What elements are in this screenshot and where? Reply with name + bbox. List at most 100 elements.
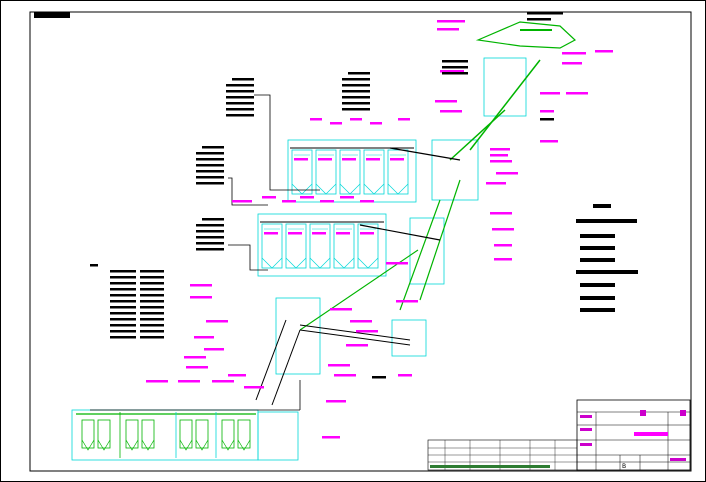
middle-bank-label-2 <box>282 200 296 203</box>
upper-bank-label-1 <box>310 118 322 121</box>
schedule-col1-row-10 <box>110 324 136 327</box>
inclined-conveyor-4 <box>399 199 441 311</box>
upper-bank-frame <box>287 139 417 203</box>
equipment-tag-3 <box>440 70 464 73</box>
schedule-col1-row-4 <box>110 288 136 291</box>
sheet-inner-frame <box>29 11 692 472</box>
silo-cone-7 <box>221 439 235 451</box>
equipment-tag-38 <box>146 380 168 383</box>
equipment-tag-31 <box>350 320 372 323</box>
middle-bank-label-1 <box>262 196 276 199</box>
upper-bank-label-2 <box>330 122 342 125</box>
equipment-tag-39 <box>178 380 200 383</box>
equipment-tag-10 <box>566 92 588 95</box>
equipment-tag-22 <box>190 296 212 299</box>
upper-bank-label-5 <box>398 118 410 121</box>
leader-list-c <box>228 244 268 271</box>
header-pipe-middle <box>359 224 441 241</box>
equipment-tag-34 <box>328 364 350 367</box>
upper-tank-cone-1 <box>291 183 313 195</box>
schedule-col2-row-10 <box>140 324 164 327</box>
equipment-tag-16 <box>232 200 252 203</box>
top-conveyor-label-2 <box>527 18 551 21</box>
list-d-header <box>348 72 370 75</box>
equipment-tag-2 <box>437 28 459 31</box>
equipment-tag-8 <box>595 50 613 53</box>
top-conveyor-label <box>527 12 563 15</box>
equipment-tag-4 <box>435 100 457 103</box>
equipment-tag-33 <box>346 344 368 347</box>
upper-tank-tag-5 <box>390 158 404 161</box>
equipment-tag-17 <box>490 212 512 215</box>
equipment-tag-5 <box>440 110 462 113</box>
list-a-row-4 <box>226 102 254 105</box>
schedule-col1-row-3 <box>110 282 136 285</box>
title-block-accent <box>640 410 646 416</box>
list-a-header <box>232 78 254 81</box>
middle-bank-label-3 <box>300 196 314 199</box>
silo-7 <box>221 419 235 449</box>
equipment-tag-27 <box>186 366 208 369</box>
leader-list-a <box>254 94 320 191</box>
top-list-row-1 <box>442 60 468 63</box>
schedule-col1-row-11 <box>110 330 136 333</box>
schedule-col1-row-9 <box>110 318 136 321</box>
side-label-1 <box>540 118 554 121</box>
list-c-header <box>202 218 224 221</box>
top-list-row-2 <box>442 66 468 69</box>
schedule-col2-row-6 <box>140 300 164 303</box>
list-a-row-6 <box>226 114 254 117</box>
equipment-tag-1 <box>437 20 465 23</box>
drawing-title-bar <box>634 432 668 436</box>
leader-list-b <box>228 177 268 206</box>
silo-6 <box>195 419 209 449</box>
transfer-pipe-1 <box>299 329 411 346</box>
schedule-col2-row-9 <box>140 318 164 321</box>
equipment-tag-35 <box>334 374 356 377</box>
equipment-tag-23 <box>206 320 228 323</box>
list-d-row-2 <box>342 84 370 87</box>
silo-1 <box>81 419 95 449</box>
equipment-tag-29 <box>244 386 264 389</box>
equipment-tag-19 <box>494 244 512 247</box>
middle-bank-label-6 <box>360 200 374 203</box>
silo-cone-5 <box>179 439 193 451</box>
upper-bank-label-3 <box>350 118 362 121</box>
equipment-tag-13 <box>490 160 512 163</box>
silo-cone-3 <box>125 439 139 451</box>
upper-bank-label-4 <box>370 122 382 125</box>
list-c-row-4 <box>196 242 224 245</box>
silo-cone-4 <box>141 439 155 451</box>
list-b-row-4 <box>196 170 224 173</box>
equipment-tag-18 <box>492 228 514 231</box>
middle-bank-label-5 <box>340 196 354 199</box>
list-b-row-3 <box>196 164 224 167</box>
middle-tank-tag-1 <box>264 232 278 235</box>
upper-tank-cone-3 <box>339 183 361 195</box>
equipment-tag-37 <box>322 436 340 439</box>
schedule-col1-row-12 <box>110 336 136 339</box>
inclined-conveyor-1 <box>449 109 506 161</box>
silo-5 <box>179 419 193 449</box>
small-label-1 <box>372 376 386 379</box>
equipment-tag-21 <box>190 284 212 287</box>
middle-bank-frame <box>257 213 387 277</box>
equipment-tag-9 <box>540 92 560 95</box>
equipment-tag-7 <box>562 62 582 65</box>
middle-tank-tag-4 <box>336 232 350 235</box>
middle-tank-cone-5 <box>357 257 379 269</box>
schedule-col2-row-2 <box>140 276 164 279</box>
equipment-tag-6 <box>562 52 586 55</box>
schedule-col2-row-1 <box>140 270 164 273</box>
list-b-header <box>202 146 224 149</box>
schedule-col2-row-8 <box>140 312 164 315</box>
silo-cone-1 <box>81 439 95 451</box>
schedule-title <box>90 264 98 267</box>
equipment-tag-20 <box>494 258 512 261</box>
corner-stamp <box>34 12 70 18</box>
equipment-tag-45 <box>540 140 558 143</box>
equipment-tag-26 <box>184 356 206 359</box>
header-pipe-upper <box>389 147 461 161</box>
middle-tank-cone-3 <box>309 257 331 269</box>
